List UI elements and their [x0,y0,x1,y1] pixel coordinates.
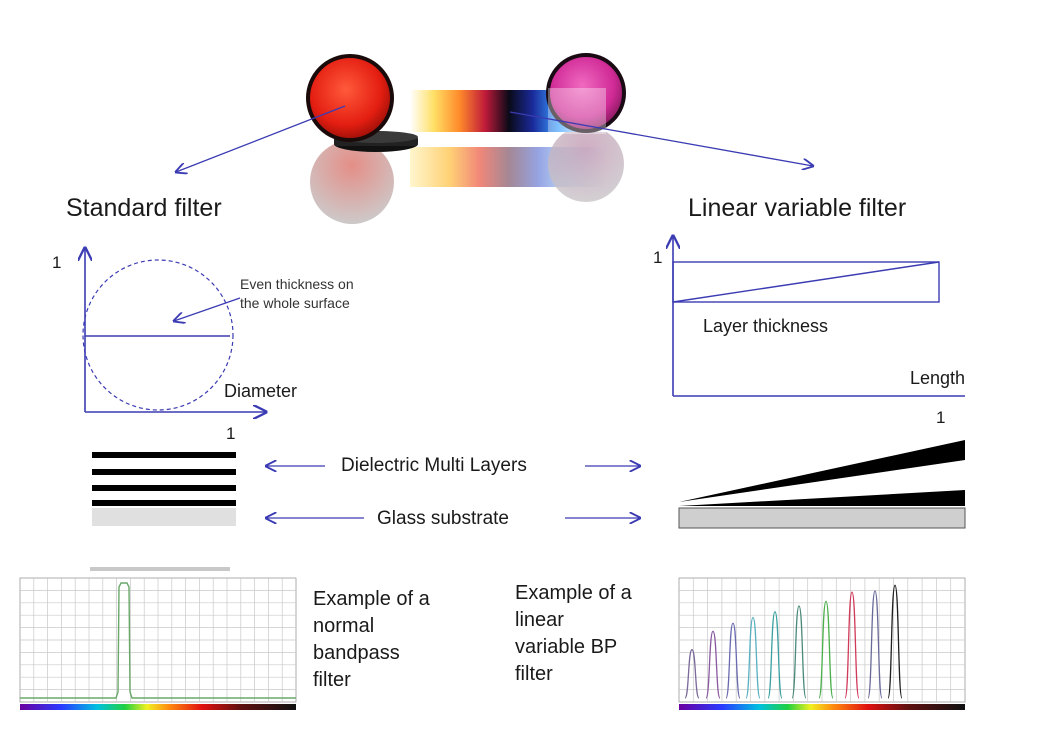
linear-layer-stack [678,440,966,529]
caption-line: Example of a [515,582,632,604]
transmission-peak [818,600,834,699]
magenta-filter-reflection [548,126,624,202]
transmission-peak [684,649,700,699]
linear-y-tick: 1 [653,248,663,267]
annotation-arrow [174,297,241,321]
layer-arrows [266,466,640,518]
transmission-peak [791,605,807,699]
linear-variable-bp-plot [678,577,966,710]
caption-line: filter [313,669,351,691]
diameter-label: Diameter [224,381,298,401]
normal-bandpass-plot [19,567,297,710]
transmission-peak [844,591,860,699]
transmission-peak [867,590,883,699]
length-label: Length [910,368,966,388]
standard-thickness-plot [83,248,266,412]
transmission-peak [767,611,783,699]
standard-layer-stack [92,452,236,526]
caption-line: normal [313,615,375,637]
linear-filter-title: Linear variable filter [688,194,907,222]
spectrum-bar [679,704,965,710]
standard-y-tick: 1 [52,253,62,272]
caption-line: variable BP [515,636,618,658]
transmission-peak [725,622,741,699]
arrow-to-standard-filter [176,105,346,172]
red-filter-reflection [310,140,394,224]
transmission-peak [887,584,903,699]
linear-bp-caption: Example of a linear variable BP filter [515,580,632,688]
linear-thickness-plot [672,236,965,397]
red-standard-filter [306,54,394,142]
caption-line: filter [515,663,553,685]
transmission-peak [745,616,761,699]
normal-bandpass-caption: Example of a normal bandpass filter [313,586,430,694]
layer-thickness-label: Layer thickness [703,316,829,336]
caption-line: linear [515,609,564,631]
spectrum-bar [20,704,296,710]
wedge-line [672,261,940,303]
annotation-line-1: Even thickness on [240,276,354,292]
filter-outline [82,259,234,411]
caption-line: Example of a [313,588,430,610]
glass-substrate-label: Glass substrate [377,508,509,529]
dielectric-layers-label: Dielectric Multi Layers [341,455,527,476]
glass-substrate-block [92,508,236,526]
linear-x-tick: 1 [936,408,946,427]
standard-filter-title: Standard filter [66,194,222,222]
filters-photo [176,53,813,224]
arrow-to-linear-filter [509,111,813,166]
annotation-line-2: the whole surface [240,295,350,311]
standard-x-tick: 1 [226,424,236,443]
transmission-peak [705,630,721,699]
layer-box [672,261,940,303]
magenta-filter [546,53,626,133]
caption-line: bandpass [313,642,400,664]
glass-substrate-block [678,507,966,529]
